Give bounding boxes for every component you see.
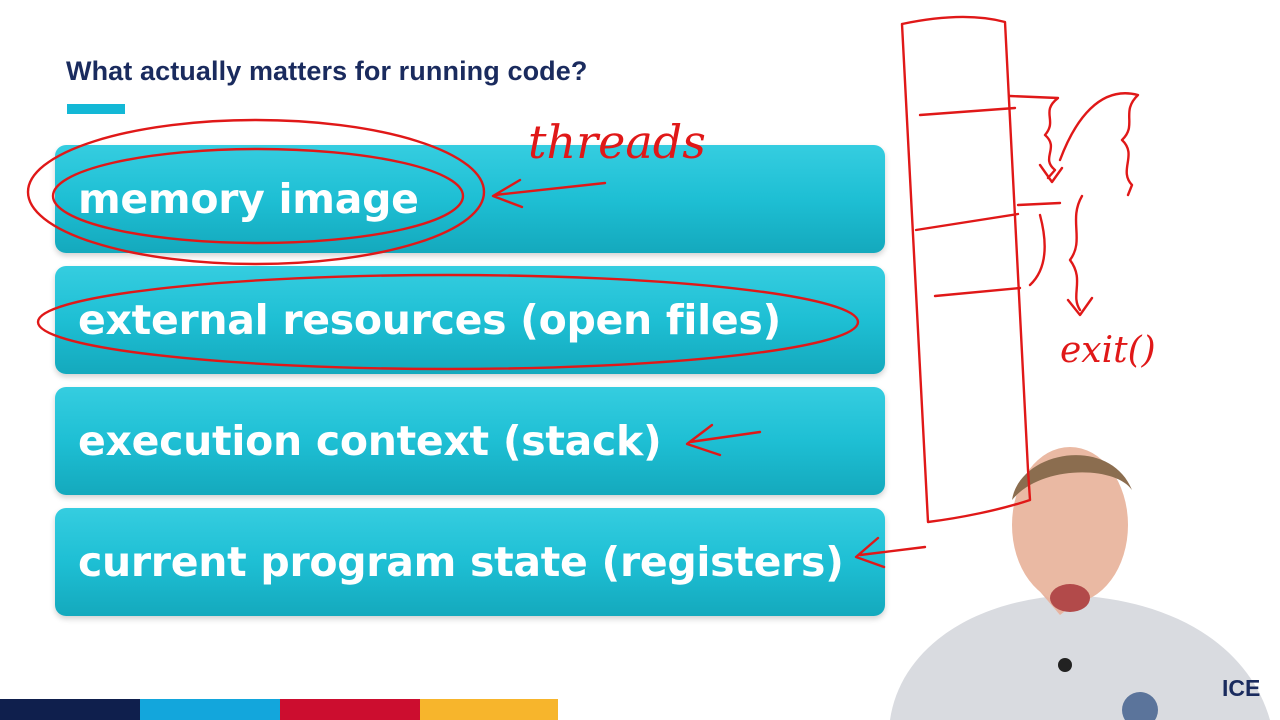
item-label: memory image — [78, 175, 419, 223]
title-accent-bar — [67, 104, 125, 114]
logo-partial: ICE — [1222, 675, 1261, 701]
footer-stripe-navy — [0, 699, 140, 720]
ink-squiggle-3 — [1016, 194, 1094, 317]
ink-bracket — [1028, 213, 1046, 287]
item-bar-external-resources: external resources (open files) — [55, 266, 885, 374]
item-bar-execution-context: execution context (stack) — [55, 387, 885, 495]
ink-stack-line-1 — [918, 106, 1017, 117]
footer-stripe-blue — [140, 699, 280, 720]
footer-stripe-yellow — [420, 699, 558, 720]
ink-stack-column — [900, 15, 1032, 524]
ink-note-exit: exit() — [1060, 330, 1156, 371]
item-label: execution context (stack) — [78, 417, 662, 465]
item-label: external resources (open files) — [78, 296, 781, 344]
item-bar-program-state: current program state (registers) — [55, 508, 885, 616]
footer-stripe-red — [280, 699, 420, 720]
ink-squiggle-1 — [1008, 94, 1064, 184]
presenter-video — [890, 447, 1270, 720]
slide-title: What actually matters for running code? — [66, 56, 588, 86]
ink-stack-line-2 — [914, 212, 1020, 232]
ink-stack-line-3 — [933, 286, 1022, 298]
item-label: current program state (registers) — [78, 538, 844, 586]
item-bar-memory-image: memory image — [55, 145, 885, 253]
ink-squiggle-2 — [1058, 92, 1140, 197]
